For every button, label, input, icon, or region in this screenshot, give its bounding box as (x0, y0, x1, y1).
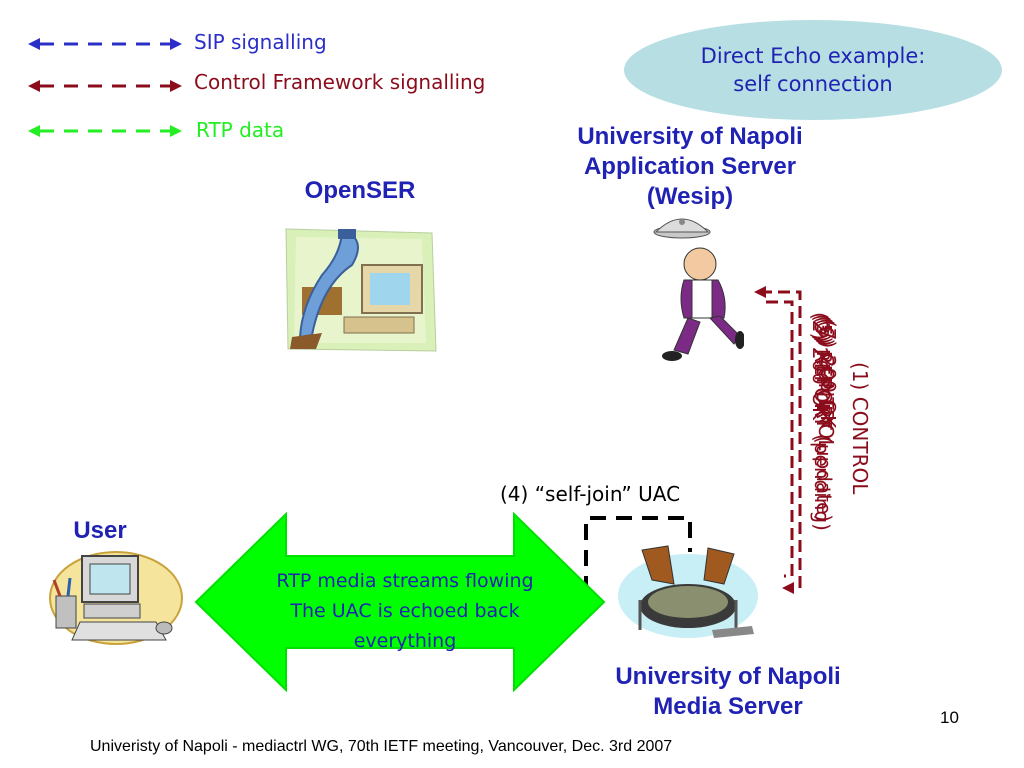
self-join-label: (4) “self-join” UAC (500, 482, 681, 506)
legend-arrows (28, 38, 182, 137)
media-server-line2: Media Server (653, 693, 803, 720)
legend-rtp-arrow (28, 125, 182, 137)
rtp-media-arrow (194, 511, 606, 693)
user-computer-icon (49, 551, 183, 645)
user-label: User (73, 517, 127, 544)
control-line-outer (760, 290, 802, 590)
legend-control-label: Control Framework signalling (194, 70, 486, 94)
rtp-line3: everything (353, 630, 457, 652)
legend-sip-label: SIP signalling (194, 30, 327, 54)
media-server-icon (618, 545, 758, 638)
app-server-line2: Application Server (583, 153, 797, 180)
legend-sip-arrow (28, 38, 182, 50)
openser-clipart-icon (285, 228, 437, 352)
self-join-loop (584, 516, 692, 592)
rtp-line2: The UAC is echoed back (290, 600, 520, 622)
media-server-label: University of Napoli Media Server (570, 662, 886, 722)
app-server-waiter-icon (653, 218, 744, 361)
control-signalling-lines (754, 286, 802, 594)
legend-control-arrow (28, 80, 182, 92)
rtp-line1: RTP media streams flowing (276, 570, 534, 592)
title-bubble: Direct Echo example: self connection (624, 20, 1002, 120)
title-line2: self connection (733, 72, 893, 96)
app-server-label: University of Napoli Application Server … (530, 122, 850, 212)
msg-control-1: (1) CONTROL (848, 362, 872, 495)
control-line-inner (766, 300, 794, 578)
app-server-line3: (Wesip) (646, 183, 734, 210)
msg-overlap-5: (7) 200 OK (816, 320, 840, 429)
legend-rtp-label: RTP data (196, 118, 285, 142)
footer-text: Univeristy of Napoli - mediactrl WG, 70t… (90, 738, 673, 755)
title-line1: Direct Echo example: (700, 44, 926, 68)
openser-label: OpenSER (304, 177, 416, 204)
media-server-line1: University of Napoli (615, 663, 841, 690)
app-server-line1: University of Napoli (577, 123, 803, 150)
control-arrowhead-top (754, 286, 766, 298)
control-arrowhead-bottom (782, 582, 794, 594)
page-number: 10 (940, 708, 959, 727)
rtp-arrow-text: RTP media streams flowing The UAC is ech… (220, 566, 590, 656)
